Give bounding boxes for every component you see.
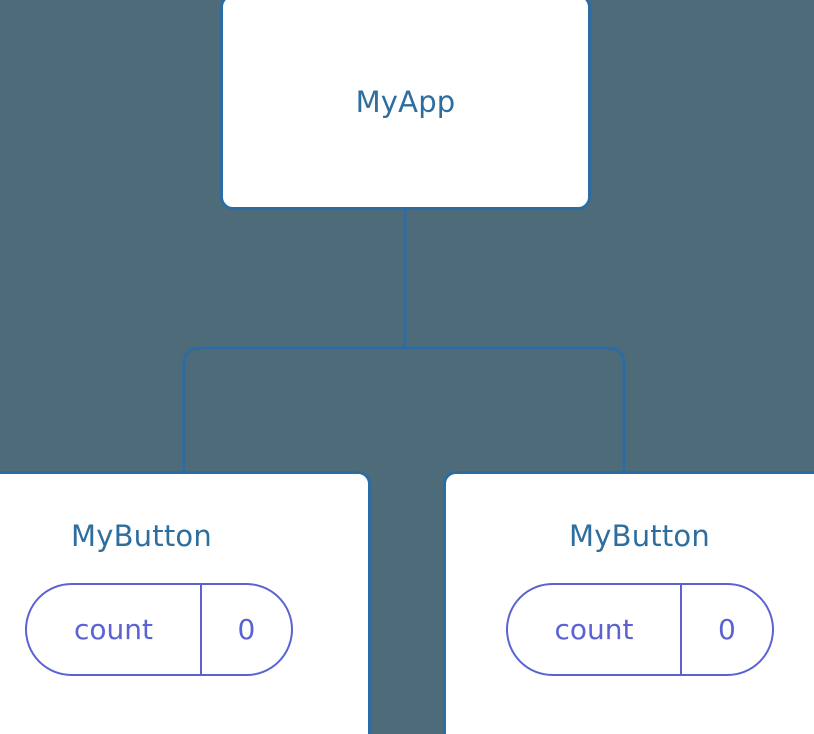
state-pill[interactable]: count 0 bbox=[25, 583, 293, 676]
node-mybutton-1[interactable]: MyButton count 0 bbox=[443, 471, 814, 734]
node-myapp[interactable]: MyApp bbox=[220, 0, 591, 210]
state-key: count bbox=[27, 585, 202, 674]
state-value: 0 bbox=[237, 612, 256, 646]
state-pill[interactable]: count 0 bbox=[505, 583, 774, 676]
node-title: MyButton bbox=[71, 519, 212, 553]
node-mybutton-0[interactable]: MyButton count 0 bbox=[0, 471, 371, 734]
edge-root-to-child-0 bbox=[182, 346, 405, 471]
edge-root-to-child-1 bbox=[405, 346, 626, 471]
state-key: count bbox=[508, 585, 683, 674]
node-title: MyApp bbox=[355, 84, 456, 119]
state-value: 0 bbox=[718, 612, 736, 646]
node-title: MyButton bbox=[569, 519, 710, 553]
